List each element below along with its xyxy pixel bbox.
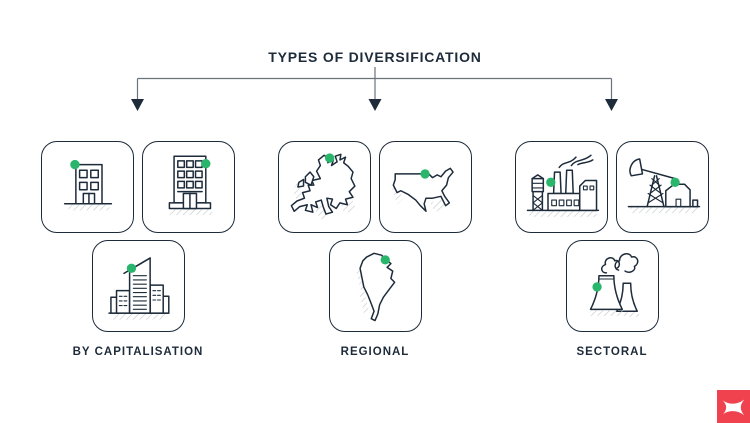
- card-factory: [515, 141, 608, 233]
- skyscraper-icon: [108, 257, 170, 320]
- arrow-down-icon: [368, 99, 382, 111]
- small-building-icon: [63, 159, 112, 211]
- arrow-down-icon: [605, 99, 618, 111]
- group-sectoral: SECTORAL: [515, 141, 709, 358]
- south-america-map-icon: [356, 252, 396, 322]
- card-europe-map: [278, 141, 371, 233]
- group-by-capitalisation: BY CAPITALISATION: [41, 141, 235, 358]
- card-south-america-map: [328, 240, 422, 332]
- group-label: BY CAPITALISATION: [72, 346, 204, 358]
- diagram-title: TYPES OF DIVERSIFICATION: [268, 49, 482, 65]
- card-usa-map: [379, 141, 472, 233]
- group-label: SECTORAL: [576, 346, 648, 358]
- arrow-down-icon: [131, 99, 144, 111]
- factory-icon: [526, 154, 599, 217]
- card-small-building: [41, 141, 134, 233]
- card-skyscraper: [91, 240, 185, 332]
- card-nuclear-plant: [565, 240, 659, 332]
- group-label: REGIONAL: [340, 346, 410, 358]
- europe-map-icon: [290, 153, 356, 220]
- x-glyph-icon: [722, 398, 745, 416]
- oil-pump-icon: [627, 158, 700, 214]
- card-oil-pump: [616, 141, 709, 233]
- tree-connector: [131, 67, 618, 111]
- usa-map-icon: [390, 167, 454, 213]
- office-building-icon: [168, 155, 212, 215]
- group-regional: REGIONAL: [278, 141, 472, 358]
- xm-logo: [717, 390, 750, 423]
- nuclear-plant-icon: [589, 253, 640, 317]
- card-office-building: [142, 141, 235, 233]
